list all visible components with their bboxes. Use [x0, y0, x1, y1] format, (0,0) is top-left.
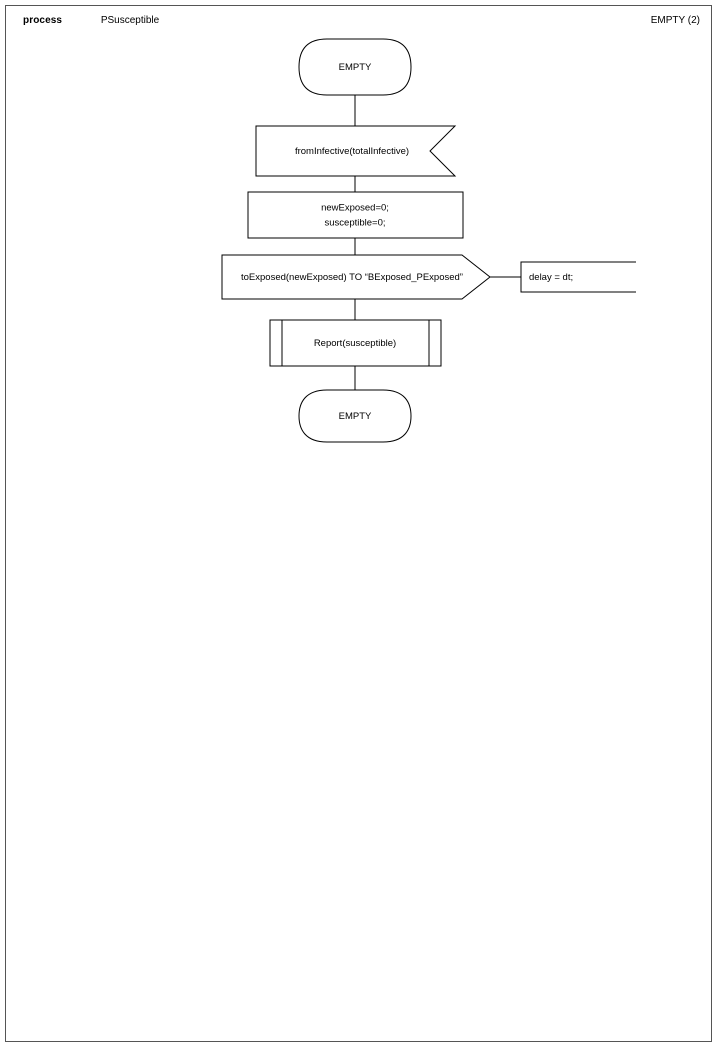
- node-assignment-process[interactable]: newExposed=0; susceptible=0;: [247, 191, 464, 239]
- start-terminal-shape: [298, 38, 412, 96]
- assignment-process-shape: [247, 191, 464, 239]
- connector-group: [354, 95, 521, 390]
- end-terminal-label: EMPTY: [339, 411, 372, 422]
- delay-comment-label: delay = dt;: [529, 272, 573, 283]
- node-report-subroutine[interactable]: Report(susceptible): [269, 319, 442, 367]
- node-delay-comment[interactable]: delay = dt;: [520, 261, 636, 293]
- header-process-name: PSusceptible: [100, 15, 160, 26]
- send-message-shape: [221, 254, 491, 300]
- node-receive-message[interactable]: fromInfective(totalInfective): [255, 125, 457, 177]
- report-subroutine-shape: [269, 319, 442, 367]
- header-keyword: process: [23, 15, 63, 26]
- start-terminal-label: EMPTY: [339, 62, 372, 73]
- header-left-group: process PSusceptible: [23, 15, 159, 27]
- node-start-terminal[interactable]: EMPTY: [298, 38, 412, 96]
- assignment-process-label-line-1: newExposed=0;: [321, 203, 389, 214]
- report-subroutine-label: Report(susceptible): [314, 338, 396, 349]
- page-frame: [5, 5, 712, 1042]
- node-end-terminal[interactable]: EMPTY: [298, 389, 412, 443]
- receive-message-label: fromInfective(totalInfective): [295, 146, 409, 157]
- node-send-message[interactable]: toExposed(newExposed) TO “BExposed_PExpo…: [221, 254, 491, 300]
- receive-message-shape: [255, 125, 457, 177]
- delay-comment-shape: [520, 261, 636, 293]
- end-terminal-shape: [298, 389, 412, 443]
- send-message-label: toExposed(newExposed) TO “BExposed_PExpo…: [241, 272, 463, 283]
- assignment-process-label-line-2: susceptible=0;: [325, 218, 386, 229]
- header-right-label: EMPTY (2): [650, 15, 700, 26]
